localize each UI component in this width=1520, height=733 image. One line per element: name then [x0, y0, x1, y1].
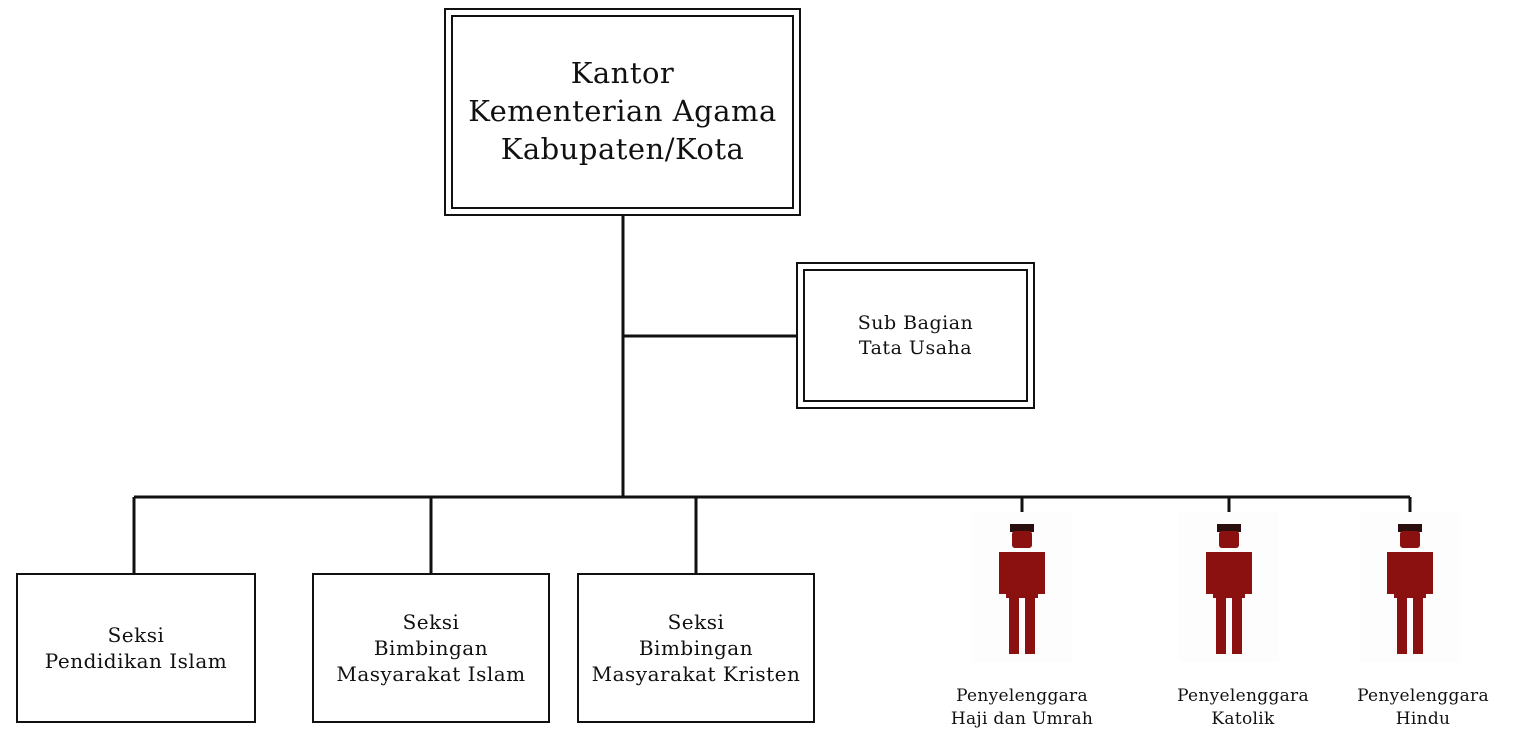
section-box-pendidikan-islam: Seksi Pendidikan Islam	[16, 573, 256, 723]
section-label: Seksi Bimbingan Masyarakat Islam	[336, 610, 526, 686]
section-label: Seksi Pendidikan Islam	[44, 623, 228, 673]
person-icon	[1360, 512, 1460, 662]
section-box-bimas-kristen: Seksi Bimbingan Masyarakat Kristen	[577, 573, 815, 723]
sub-office-label: Sub Bagian Tata Usaha	[857, 311, 974, 359]
person-icon	[972, 512, 1072, 662]
organizer-label-hindu: Penyelenggara Hindu	[1357, 686, 1489, 729]
section-box-bimas-islam: Seksi Bimbingan Masyarakat Islam	[312, 573, 550, 723]
head-office-label: Kantor Kementerian Agama Kabupaten/Kota	[468, 56, 777, 166]
person-icon	[1179, 512, 1279, 662]
section-label: Seksi Bimbingan Masyarakat Kristen	[591, 610, 801, 686]
sub-office-box: Sub Bagian Tata Usaha	[796, 262, 1035, 409]
head-office-box: Kantor Kementerian Agama Kabupaten/Kota	[444, 8, 801, 216]
organizer-label-haji-umrah: Penyelenggara Haji dan Umrah	[950, 686, 1094, 729]
organizer-label-katolik: Penyelenggara Katolik	[1177, 686, 1309, 729]
